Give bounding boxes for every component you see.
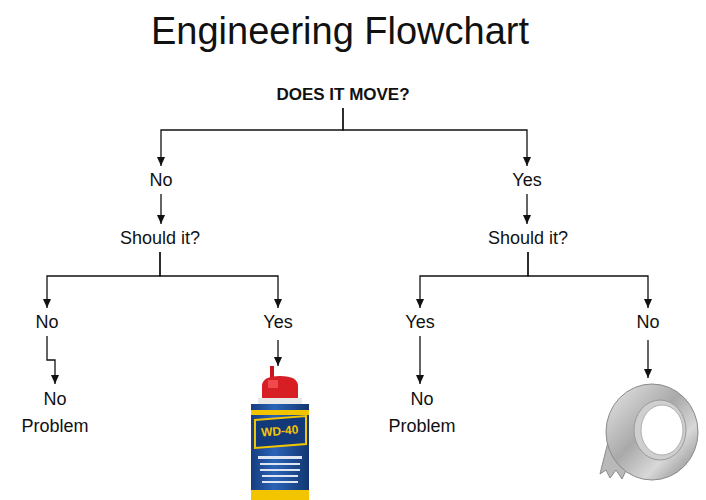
wd40-can [251, 366, 309, 500]
arrow-to-tape [647, 340, 648, 378]
node-text: No [618, 310, 678, 334]
node-text: Yes [248, 310, 308, 334]
flow-step: Should it? [453, 226, 603, 250]
node-text: No [126, 168, 196, 192]
flow-step: Yes [248, 310, 308, 334]
node-text: No Problem [15, 386, 95, 440]
flow-connector [526, 194, 527, 224]
flow-step: No [618, 310, 678, 334]
flow-step: No [126, 168, 196, 192]
flow-connector [420, 252, 528, 308]
node-text: No Problem [382, 386, 462, 440]
flow-connector [161, 108, 343, 166]
node-text: DOES IT MOVE? [243, 84, 443, 106]
flow-connector [343, 108, 527, 166]
duct-tape [600, 384, 698, 480]
flow-connector [47, 336, 55, 384]
node-text: No [17, 310, 77, 334]
root-question: DOES IT MOVE? [243, 84, 443, 106]
node-text: Should it? [85, 226, 235, 250]
flow-connector [160, 252, 278, 308]
flow-step: No Problem [15, 386, 95, 440]
node-text: Yes [492, 168, 562, 192]
flow-step: No [17, 310, 77, 334]
flow-connector [47, 252, 160, 308]
flow-step: Yes [492, 168, 562, 192]
flow-connector [528, 252, 648, 308]
flow-connector [419, 336, 420, 384]
layout-arrows [278, 340, 648, 378]
flow-connector [160, 194, 161, 224]
node-text: Should it? [453, 226, 603, 250]
node-text: Yes [390, 310, 450, 334]
arrow-to-can [277, 340, 278, 366]
chart-title: Engineering Flowchart [0, 8, 680, 54]
flow-step: Should it? [85, 226, 235, 250]
flow-step: No Problem [382, 386, 462, 440]
flow-step: Yes [390, 310, 450, 334]
